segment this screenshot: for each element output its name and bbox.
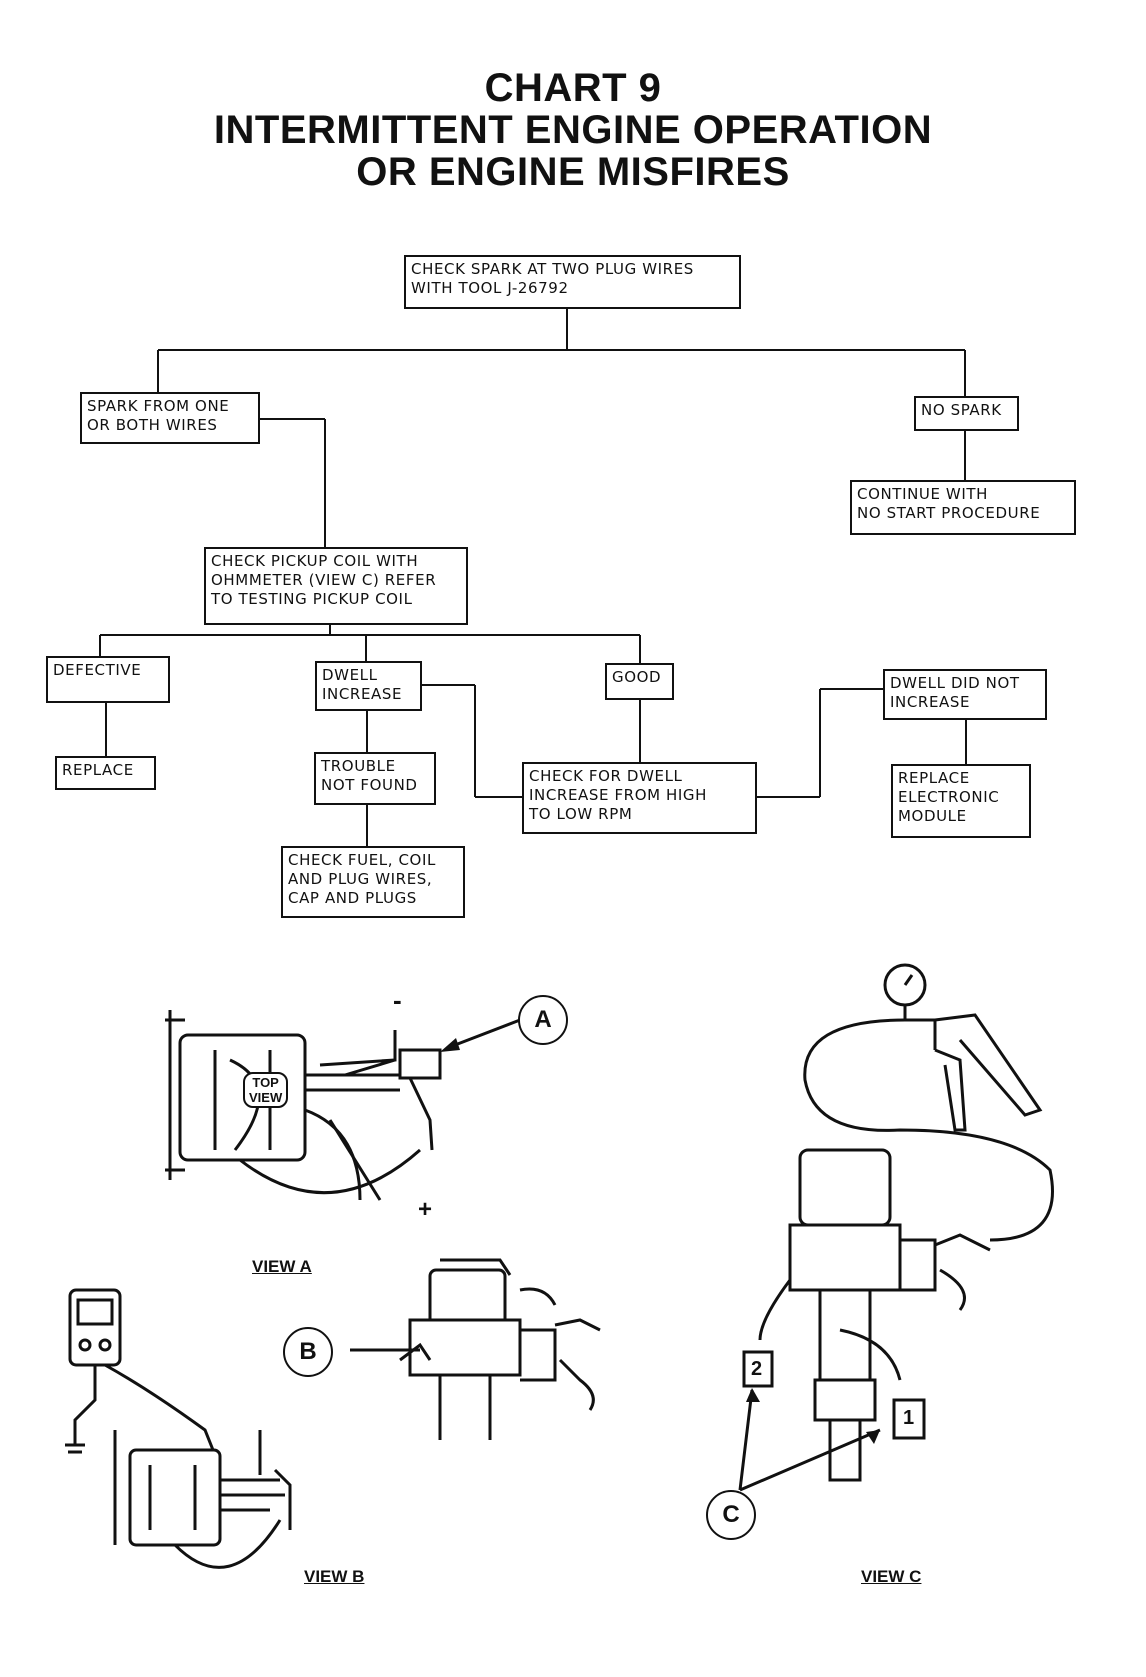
dwell-increase-box: DWELL INCREASE xyxy=(315,661,422,711)
view-b-label: VIEW B xyxy=(304,1567,365,1586)
no-spark-box: NO SPARK xyxy=(914,396,1019,431)
check-dwell-rpm-box: CHECK FOR DWELL INCREASE FROM HIGH TO LO… xyxy=(522,762,757,834)
check-spark-box: CHECK SPARK AT TWO PLUG WIRES WITH TOOL … xyxy=(404,255,741,309)
meter-1-label: 1 xyxy=(903,1407,915,1429)
replace-box: REPLACE xyxy=(55,756,156,790)
trouble-not-found-box: TROUBLE NOT FOUND xyxy=(314,752,436,805)
spark-from-wires-box: SPARK FROM ONE OR BOTH WIRES xyxy=(80,392,260,444)
positive-terminal-label: + xyxy=(418,1196,433,1223)
replace-electronic-module-box: REPLACE ELECTRONIC MODULE xyxy=(891,764,1031,838)
callout-b: B xyxy=(283,1327,333,1377)
chart-title-line3: OR ENGINE MISFIRES xyxy=(356,150,790,194)
top-view-label: TOP VIEW xyxy=(243,1072,289,1108)
defective-box: DEFECTIVE xyxy=(46,656,170,703)
good-box: GOOD xyxy=(605,663,674,700)
negative-terminal-label: - xyxy=(393,985,402,1015)
callout-a: A xyxy=(518,995,568,1045)
check-pickup-coil-box: CHECK PICKUP COIL WITH OHMMETER (VIEW C)… xyxy=(204,547,468,625)
view-a-label: VIEW A xyxy=(252,1257,312,1276)
chart-title-line2: INTERMITTENT ENGINE OPERATION xyxy=(213,108,933,152)
view-c-label: VIEW C xyxy=(861,1567,922,1586)
check-fuel-coil-box: CHECK FUEL, COIL AND PLUG WIRES, CAP AND… xyxy=(281,846,465,918)
meter-2-label: 2 xyxy=(751,1358,763,1380)
chart-title-line1: CHART 9 xyxy=(484,66,662,110)
continue-no-start-box: CONTINUE WITH NO START PROCEDURE xyxy=(850,480,1076,535)
callout-c: C xyxy=(706,1490,756,1540)
dwell-did-not-increase-box: DWELL DID NOT INCREASE xyxy=(883,669,1047,720)
